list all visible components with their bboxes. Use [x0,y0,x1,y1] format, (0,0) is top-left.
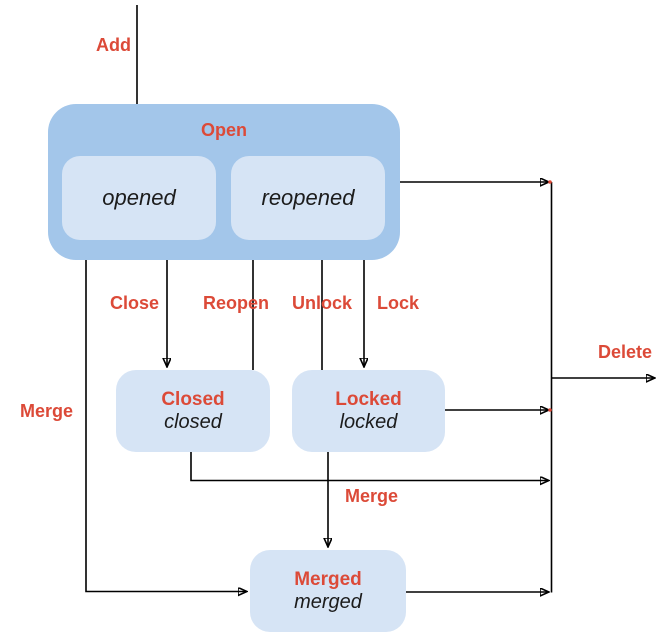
state-closed: Closed closed [116,370,270,452]
edge-label-add: Add [96,35,131,55]
connector-dot [548,408,552,412]
state-closed-subtitle: closed [164,410,222,433]
state-locked: Locked locked [292,370,445,452]
state-merged: Merged merged [250,550,406,632]
state-locked-title: Locked [335,388,402,410]
edge-label-merge-locked: Merge [345,486,399,506]
edge-label-delete: Delete [598,342,653,362]
state-reopened-label: reopened [261,185,355,210]
state-opened-label: opened [102,185,176,210]
state-opened: opened [62,156,216,240]
state-merged-title: Merged [294,568,362,590]
edge-label-merge-open: Merge [20,401,74,421]
edge-label-unlock: Unlock [292,293,353,313]
edge-label-lock: Lock [377,293,420,313]
edge-label-close: Close [110,293,160,313]
connector-dot [548,180,552,184]
edge-open-to-merged-arrow [85,260,247,592]
state-closed-title: Closed [161,388,225,410]
state-open-label: Open [200,120,247,140]
edge-label-reopen: Reopen [203,293,270,313]
state-merged-subtitle: merged [294,590,362,613]
edge-closed-to-delete-line [190,452,549,481]
state-reopened: reopened [231,156,385,240]
state-locked-subtitle: locked [339,410,398,433]
